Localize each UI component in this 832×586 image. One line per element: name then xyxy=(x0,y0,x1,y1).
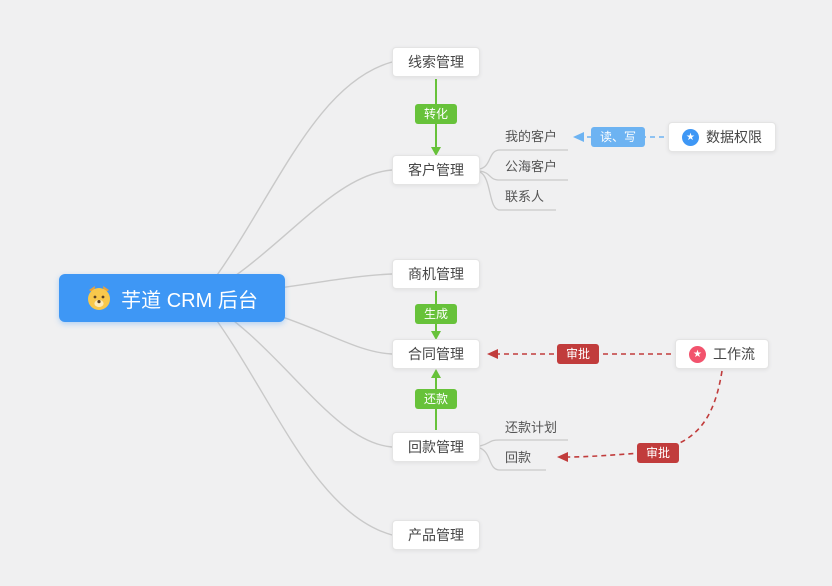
edge-root-to-product xyxy=(199,297,393,536)
node-label: 产品管理 xyxy=(408,527,464,543)
arrowhead-generate xyxy=(431,331,441,340)
edge-badge-approve-contract: 审批 xyxy=(556,344,600,364)
edge-receivable-to-receipt xyxy=(479,447,546,471)
subnode-repayment-plan: 还款计划 xyxy=(505,420,558,435)
node-contract-management: 合同管理 xyxy=(392,339,480,369)
node-label: 商机管理 xyxy=(408,266,464,282)
node-product-management: 产品管理 xyxy=(392,520,480,550)
edge-customer-to-my-customer xyxy=(479,149,568,170)
root-node-label: 芋道 CRM 后台 xyxy=(121,289,258,312)
subnode-contact: 联系人 xyxy=(505,189,545,204)
node-label: 线索管理 xyxy=(408,54,464,70)
edge-badge-convert: 转化 xyxy=(414,104,458,124)
node-label: 工作流 xyxy=(713,346,755,362)
node-label: 合同管理 xyxy=(408,346,464,362)
arrowhead-convert xyxy=(431,147,441,156)
node-workflow: ★ 工作流 xyxy=(675,339,769,369)
edge-customer-to-public-customer xyxy=(479,170,568,181)
node-lead-management: 线索管理 xyxy=(392,47,480,77)
node-label: 数据权限 xyxy=(706,129,762,145)
root-node-crm-backend: 芋道 CRM 后台 xyxy=(59,274,285,322)
arrowhead-approve-receipt xyxy=(557,452,568,462)
edge-customer-to-contact xyxy=(479,171,556,211)
edge-badge-repay: 还款 xyxy=(414,389,458,409)
node-label: 回款管理 xyxy=(408,439,464,455)
arrowhead-approve-contract xyxy=(487,349,498,359)
node-receivable-management: 回款管理 xyxy=(392,432,480,462)
dog-icon xyxy=(86,285,112,311)
edge-badge-approve-receivable: 审批 xyxy=(636,443,680,463)
subnode-my-customer: 我的客户 xyxy=(505,129,558,144)
edge-badge-generate: 生成 xyxy=(414,304,458,324)
node-data-permission: ★ 数据权限 xyxy=(668,122,776,152)
node-label: 客户管理 xyxy=(408,162,464,178)
star-icon: ★ xyxy=(689,345,706,363)
edge-root-to-lead xyxy=(199,61,393,299)
edge-badge-read-write: 读、写 xyxy=(590,127,646,147)
subnode-receipt: 回款 xyxy=(505,450,532,465)
node-customer-management: 客户管理 xyxy=(392,155,480,185)
node-business-management: 商机管理 xyxy=(392,259,480,289)
subnode-public-customer: 公海客户 xyxy=(505,159,558,174)
arrowhead-readwrite xyxy=(573,132,584,142)
edge-receivable-to-plan xyxy=(479,439,568,447)
arrowhead-repay xyxy=(431,369,441,378)
star-icon: ★ xyxy=(682,128,699,146)
